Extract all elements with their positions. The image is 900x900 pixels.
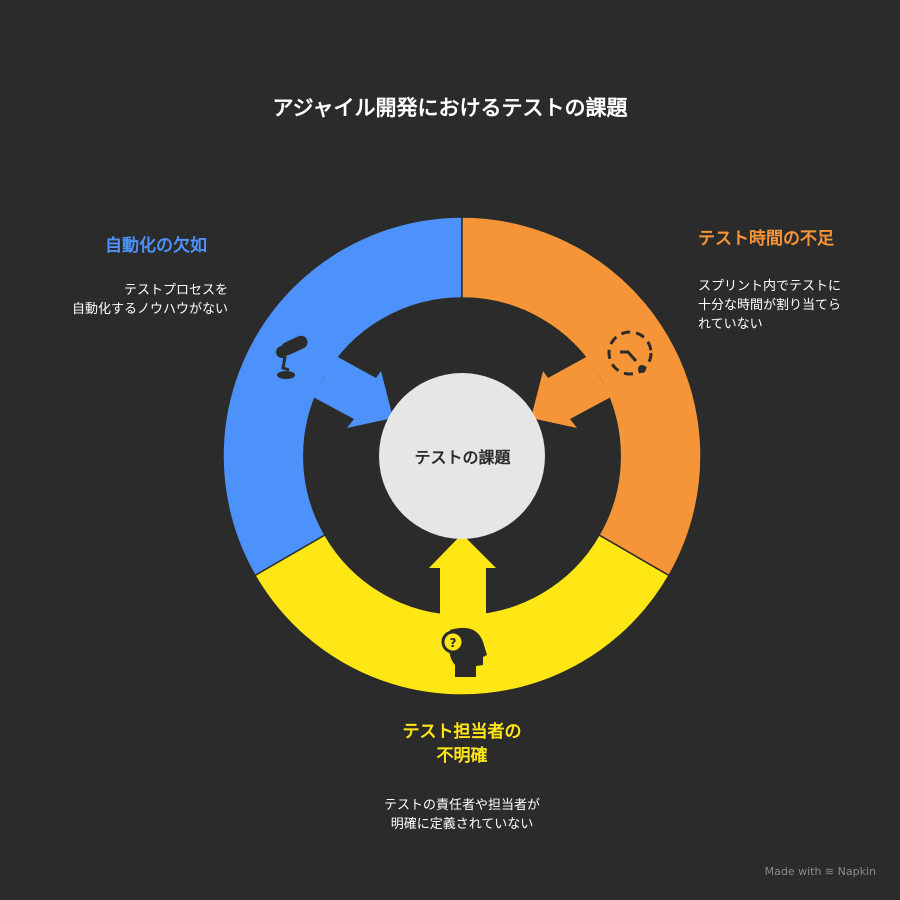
heading-line: 不明確 [436, 746, 488, 766]
desc-line: テストプロセスを [123, 283, 228, 298]
heading-ownership: テスト担当者の 不明確 [362, 720, 562, 768]
svg-text:?: ? [450, 636, 457, 650]
desc-ownership: テストの責任者や担当者が 明確に定義されていない [312, 796, 612, 834]
clock-dashed-icon [607, 330, 653, 376]
desc-line: テストの責任者や担当者が [383, 798, 540, 813]
center-circle [379, 373, 545, 539]
heading-time: テスト時間の不足 [698, 229, 834, 249]
brand-label: Napkin [837, 865, 876, 878]
arrow-automation [313, 356, 393, 428]
segment-automation [222, 216, 463, 577]
desc-time: スプリント内でテストに 十分な時間が割り当てら れていない [698, 277, 841, 334]
desc-line: スプリント内でテストに [698, 279, 842, 294]
desc-line: 自動化するノウハウがない [71, 302, 228, 317]
center-label: テストの課題 [414, 448, 511, 467]
heading-automation: 自動化の欠如 [105, 236, 207, 256]
desc-line: 十分な時間が割り当てら [698, 298, 842, 313]
made-with-label: Made with [764, 865, 822, 878]
robot-arm-icon [276, 335, 308, 379]
desc-line: 明確に定義されていない [390, 817, 534, 832]
desc-automation: テストプロセスを 自動化するノウハウがない [72, 281, 228, 319]
arrow-time [531, 356, 611, 428]
segment-time [461, 216, 702, 577]
desc-line: れていない [698, 317, 763, 332]
napkin-badge[interactable]: Made with ≋ Napkin [765, 865, 876, 878]
page-title: アジャイル開発におけるテストの課題 [272, 96, 628, 120]
heading-line: テスト担当者の [402, 722, 522, 742]
head-question-icon: ? [441, 627, 487, 677]
arrow-ownership [429, 534, 496, 615]
napkin-logo-icon: ≋ [824, 865, 835, 878]
